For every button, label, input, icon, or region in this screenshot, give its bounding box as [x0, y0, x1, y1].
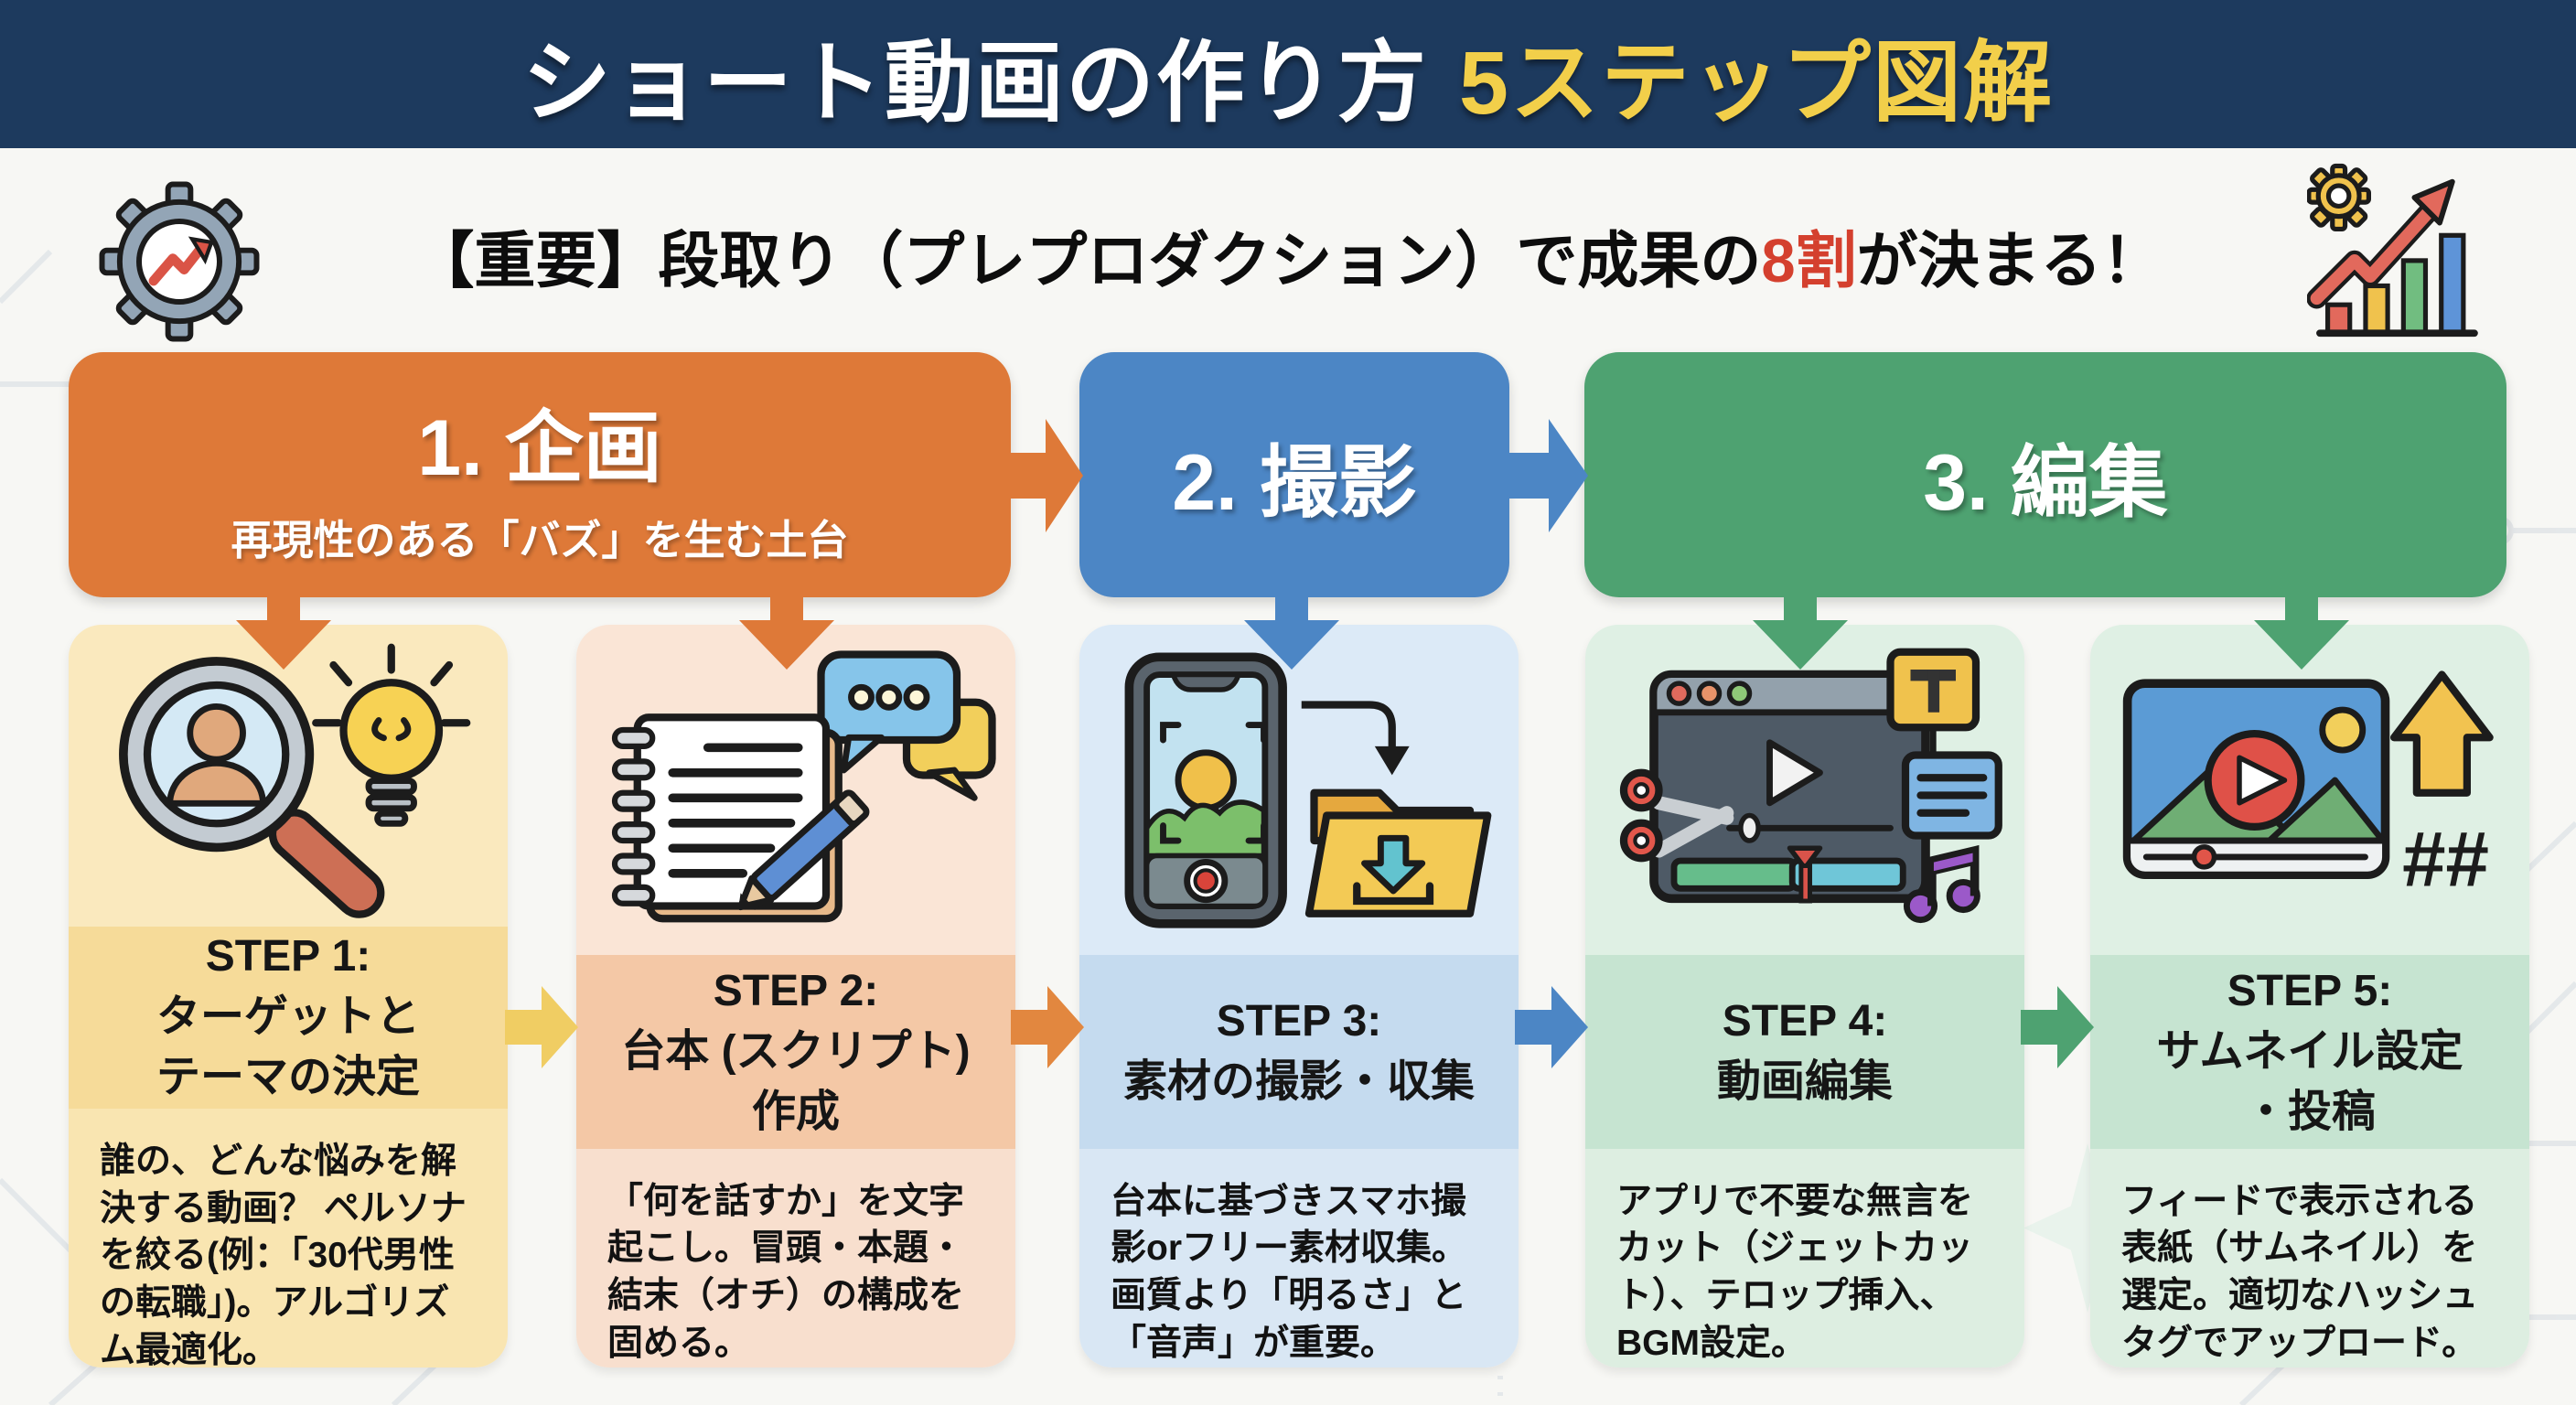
down-arrow-step2-icon	[739, 593, 834, 670]
down-arrow-step4-icon	[1753, 593, 1848, 670]
smartphone-folder-icon	[1124, 652, 1492, 928]
step-3-card: STEP 3: 素材の撮影・収集 台本に基づきスマホ撮影orフリー素材収集。画質…	[1079, 625, 1519, 1367]
persona-search-icon	[119, 643, 471, 918]
down-arrow-step3-icon	[1244, 593, 1339, 670]
key-point-text-end: が決まる！	[1856, 226, 2163, 295]
step-1-description: 誰の、どんな悩みを解決する動画？ ペルソナを絞る(例：「30代男性の転職」)。ア…	[69, 1108, 508, 1367]
page-title: ショート動画の作り方	[522, 32, 1429, 133]
step-arrow-3-4-icon	[1515, 986, 1588, 1068]
step-4-description: アプリで不要な無言をカット（ジェットカット）、テロップ挿入、BGM設定。	[1585, 1148, 2024, 1367]
down-arrow-step1-icon	[236, 593, 331, 670]
phase-2-shooting: 2. 撮影	[1079, 352, 1509, 597]
phase-2-title: 2. 撮影	[1172, 438, 1417, 527]
step-4-card: STEP 4: 動画編集 アプリで不要な無言をカット（ジェットカット）、テロップ…	[1585, 625, 2024, 1367]
step-5-description: フィードで表示される表紙（サムネイル）を選定。適切なハッシュタグでアップロード。	[2090, 1148, 2529, 1367]
phase-3-title: 3. 編集	[1923, 438, 2168, 527]
video-editor-icon	[1619, 648, 2002, 923]
growth-chart-icon	[2307, 163, 2478, 338]
thumbnail-upload-icon: ##	[2122, 670, 2494, 903]
step-3-description: 台本に基づきスマホ撮影orフリー素材収集。画質より「明るさ」と「音声」が重要。	[1079, 1148, 1519, 1367]
step-arrow-1-2-icon	[505, 986, 578, 1068]
page-title-accent: 5ステップ図解	[1459, 32, 2054, 133]
step-2-description: 「何を話すか」を文字起こし。冒頭・本題・結末（オチ）の構成を固める。	[576, 1148, 1015, 1367]
step-1-card: STEP 1: ターゲットと テーマの決定 誰の、どんな悩みを解決する動画？ ペ…	[69, 625, 508, 1367]
phase-1-title: 1. 企画	[417, 404, 662, 492]
phase-3-editing: 3. 編集	[1584, 352, 2506, 597]
phase-1-subtitle: 再現性のある「バズ」を生む土台	[231, 517, 849, 563]
step-2-card: STEP 2: 台本 (スクリプト) 作成 「何を話すか」を文字起こし。冒頭・本…	[576, 625, 1015, 1367]
header-bar: ショート動画の作り方 5ステップ図解	[0, 0, 2576, 148]
step-arrow-2-3-icon	[1011, 986, 1084, 1068]
step-arrow-4-5-icon	[2021, 986, 2094, 1068]
step-3-title: STEP 3: 素材の撮影・収集	[1079, 955, 1519, 1149]
step-5-title: STEP 5: サムネイル設定 ・投稿	[2090, 955, 2529, 1149]
hashtags-label: ##	[2402, 816, 2489, 903]
script-notebook-icon	[611, 650, 996, 923]
gear-growth-icon	[99, 181, 260, 342]
down-arrow-step5-icon	[2254, 593, 2349, 670]
phase-1-planning: 1. 企画 再現性のある「バズ」を生む土台	[69, 352, 1011, 597]
step-2-title: STEP 2: 台本 (スクリプト) 作成	[576, 955, 1015, 1149]
key-point-text: 【重要】段取り（プレプロダクション）で成果の	[413, 226, 1762, 295]
step-5-card: ## STEP 5: サムネイル設定 ・投稿 フィードで表示される表紙（サムネイ…	[2090, 625, 2529, 1367]
phase-arrow-1-2-icon	[1004, 419, 1083, 532]
step-4-title: STEP 4: 動画編集	[1585, 955, 2024, 1149]
step-1-title: STEP 1: ターゲットと テーマの決定	[69, 927, 508, 1109]
key-point-accent: 8割	[1761, 226, 1857, 295]
phase-arrow-2-3-icon	[1506, 419, 1588, 532]
